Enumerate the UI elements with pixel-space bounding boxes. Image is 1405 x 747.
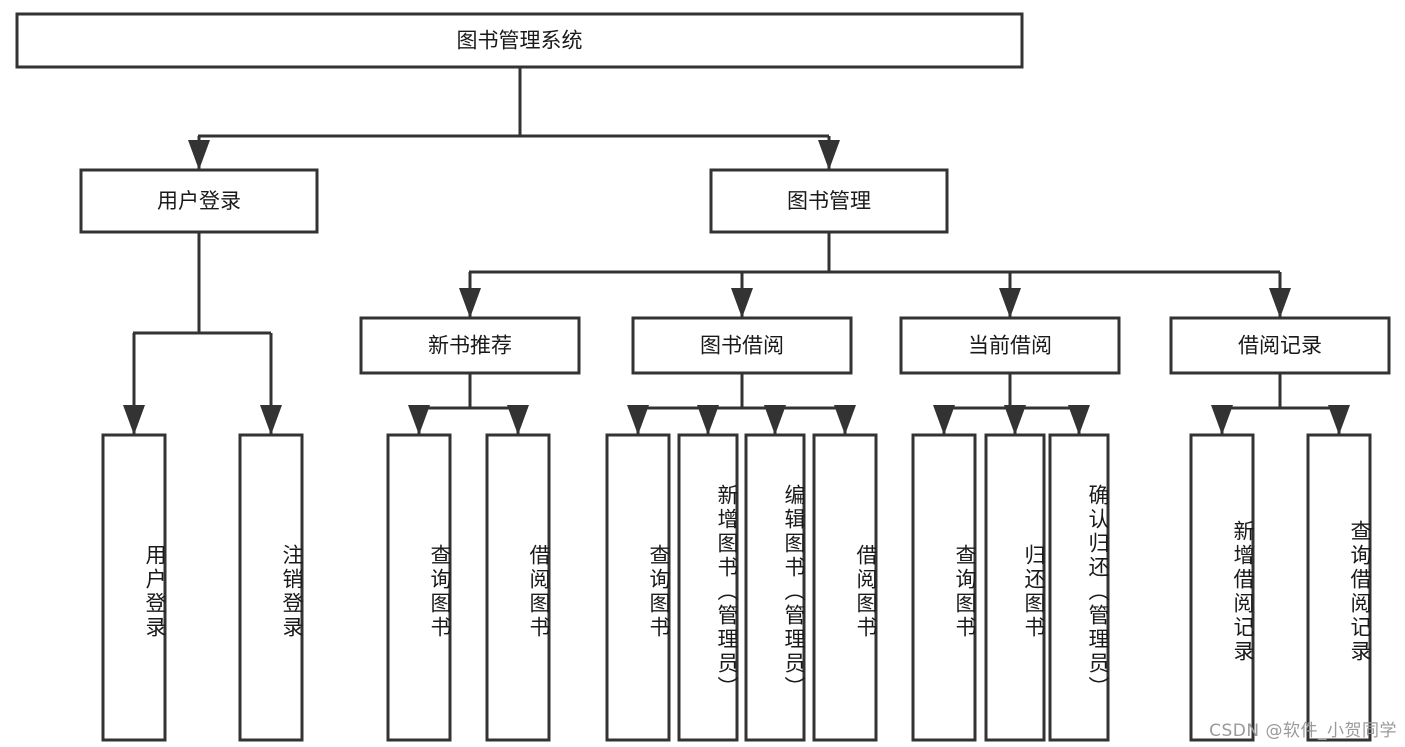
node-label-book-borrow: 图书借阅 <box>700 334 784 358</box>
node-label-root: 图书管理系统 <box>457 29 583 53</box>
node-box-leaf-borrow-book-1[interactable] <box>485 433 551 742</box>
node-box-user-login[interactable] <box>79 168 319 234</box>
arrowhead-icon-leaf-edit-book <box>764 405 786 435</box>
csdn-watermark: CSDN @软件_小贺同学 <box>1209 721 1397 741</box>
arrowhead-icon-leaf-borrow-book-1 <box>507 405 529 435</box>
node-box-new-book-recommend[interactable] <box>359 316 581 375</box>
node-box-leaf-query-book-2[interactable] <box>605 433 671 742</box>
arrowhead-icon-book-management <box>818 140 840 170</box>
arrowhead-icon-leaf-query-book-2 <box>627 405 649 435</box>
arrowhead-icon-current-borrow <box>999 288 1021 318</box>
node-box-root[interactable] <box>15 12 1024 69</box>
node-box-leaf-logout-login[interactable] <box>238 433 304 742</box>
node-label-current-borrow: 当前借阅 <box>968 334 1052 358</box>
arrowhead-icon-leaf-add-book <box>697 405 719 435</box>
node-box-borrow-record[interactable] <box>1169 316 1391 375</box>
node-label-user-login: 用户登录 <box>157 189 241 213</box>
arrowhead-icon-leaf-query-borrow-record <box>1328 405 1350 435</box>
node-box-leaf-query-book-1[interactable] <box>386 433 452 742</box>
arrowhead-icon-leaf-user-login <box>123 405 145 435</box>
arrowhead-icon-borrow-record <box>1269 288 1291 318</box>
node-label-book-management: 图书管理 <box>787 189 871 213</box>
node-box-leaf-add-book[interactable] <box>677 433 739 742</box>
node-box-book-borrow[interactable] <box>631 316 853 375</box>
arrowhead-icon-book-borrow <box>731 288 753 318</box>
arrowhead-icon-leaf-logout-login <box>260 405 282 435</box>
node-label-borrow-record: 借阅记录 <box>1238 334 1322 358</box>
arrowhead-icon-leaf-borrow-book-2 <box>834 405 856 435</box>
node-box-current-borrow[interactable] <box>899 316 1121 375</box>
connector-layer <box>123 67 1350 435</box>
node-box-leaf-edit-book[interactable] <box>744 433 806 742</box>
node-box-leaf-return-book[interactable] <box>984 433 1046 742</box>
arrowhead-icon-leaf-query-book-1 <box>408 405 430 435</box>
arrowhead-icon-leaf-confirm-return <box>1068 405 1090 435</box>
node-box-book-management[interactable] <box>709 168 949 234</box>
arrowhead-icon-leaf-query-book-3 <box>933 405 955 435</box>
node-box-leaf-add-borrow-record[interactable] <box>1189 433 1255 742</box>
node-box-leaf-borrow-book-2[interactable] <box>812 433 878 742</box>
node-box-leaf-query-borrow-record[interactable] <box>1306 433 1372 742</box>
node-box-leaf-query-book-3[interactable] <box>911 433 977 742</box>
node-box-layer <box>15 12 1391 742</box>
arrowhead-icon-leaf-return-book <box>1004 405 1026 435</box>
arrowhead-icon-leaf-add-borrow-record <box>1211 405 1233 435</box>
node-label-new-book-recommend: 新书推荐 <box>428 334 512 358</box>
node-box-leaf-user-login[interactable] <box>101 433 167 742</box>
node-box-leaf-confirm-return[interactable] <box>1048 433 1110 742</box>
arrowhead-icon-user-login <box>188 140 210 170</box>
arrowhead-icon-new-book-recommend <box>459 288 481 318</box>
